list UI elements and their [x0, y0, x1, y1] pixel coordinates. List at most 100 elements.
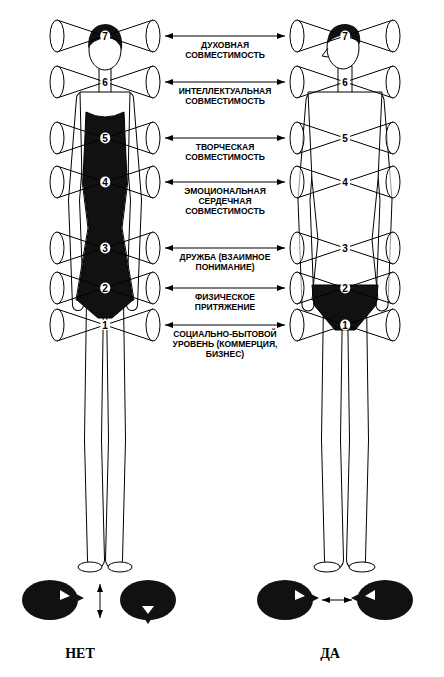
cone-end	[386, 232, 400, 264]
head-top-view	[22, 580, 78, 620]
foot	[108, 562, 132, 572]
nose-mark	[72, 592, 84, 604]
foot	[314, 562, 340, 572]
hair	[327, 24, 360, 44]
cone-end	[50, 66, 64, 98]
face-highlight	[142, 606, 154, 614]
cone-end	[386, 309, 400, 341]
direction-arrow	[100, 584, 101, 618]
compatibility-arrow	[165, 287, 285, 288]
cone-end	[290, 122, 304, 154]
callout-number: 6	[340, 77, 350, 88]
edge-label: ТВОРЧЕСКАЯ СОВМЕСТИМОСТЬ	[167, 142, 283, 162]
head-top-view	[357, 580, 413, 620]
callout-number: 1	[100, 320, 110, 331]
edge-label: ЭМОЦИОНАЛЬНАЯ СЕРДЕЧНАЯ СОВМЕСТИМОСТЬ	[167, 186, 283, 216]
verdict-label: НЕТ	[65, 646, 95, 662]
cone-end	[386, 272, 400, 304]
cone-end	[50, 122, 64, 154]
leg-fill	[93, 300, 96, 560]
head-top-view	[257, 580, 313, 620]
torso	[308, 92, 382, 300]
callout-number: 2	[340, 283, 350, 294]
compatibility-arrow	[165, 324, 285, 325]
woman-figure	[74, 24, 136, 572]
cone-end	[146, 309, 160, 341]
foot	[78, 562, 102, 572]
face-highlight	[365, 590, 375, 600]
callout-number: 3	[340, 243, 350, 254]
cone-end	[386, 20, 400, 52]
direction-arrow	[322, 600, 352, 601]
leg-fill	[356, 300, 359, 560]
edge-label: ДУХОВНАЯ СОВМЕСТИМОСТЬ	[167, 40, 283, 60]
callout-number: 5	[100, 133, 110, 144]
cone-end	[50, 309, 64, 341]
cone-end	[50, 272, 64, 304]
callout-number: 7	[340, 31, 350, 42]
cone-end	[290, 309, 304, 341]
leg-outline	[114, 300, 117, 560]
callout-number: 5	[340, 133, 350, 144]
leg-fill	[114, 300, 117, 560]
compatibility-arrow	[165, 247, 285, 248]
cone-end	[290, 166, 304, 198]
foot	[349, 562, 375, 572]
nose-mark	[307, 592, 319, 604]
cone-end	[146, 272, 160, 304]
callout-number: 1	[340, 320, 350, 331]
chakra-node: 6	[285, 64, 405, 100]
cone-end	[290, 20, 304, 52]
leg-outline	[331, 300, 334, 560]
chakra-node: 3	[285, 230, 405, 266]
leg-outline	[356, 300, 359, 560]
compatibility-arrow	[165, 35, 285, 36]
compatibility-arrow	[165, 181, 285, 182]
chakra-node: 7	[285, 18, 405, 54]
cone-end	[50, 20, 64, 52]
cone-end	[290, 272, 304, 304]
nose	[322, 48, 328, 57]
face-highlight	[295, 590, 305, 600]
callout-number: 4	[100, 177, 110, 188]
cone-end	[146, 166, 160, 198]
cone-end	[290, 232, 304, 264]
chakra-node: 3	[45, 230, 165, 266]
callout-number: 3	[100, 243, 110, 254]
cone-end	[50, 166, 64, 198]
cone-end	[386, 166, 400, 198]
edge-label: СОЦИАЛЬНО-БЫТОВОЙ УРОВЕНЬ (КОММЕРЦИЯ, БИ…	[167, 329, 283, 359]
chakra-node: 6	[45, 64, 165, 100]
cone-end	[290, 66, 304, 98]
verdict-label: ДА	[320, 646, 340, 662]
cone-end	[386, 122, 400, 154]
cone-end	[50, 232, 64, 264]
chakra-node: 1	[285, 307, 405, 343]
compatibility-arrow	[165, 81, 285, 82]
chakra-node: 4	[285, 164, 405, 200]
chakra-node: 2	[285, 270, 405, 306]
cone-end	[146, 20, 160, 52]
leg-outline	[93, 300, 96, 560]
cone-end	[146, 66, 160, 98]
chakra-node: 7	[45, 18, 165, 54]
cone-end	[386, 66, 400, 98]
callout-number: 7	[100, 31, 110, 42]
hair	[88, 24, 122, 50]
edge-label: ФИЗИЧЕСКОЕ ПРИТЯЖЕНИЕ	[167, 292, 283, 312]
callout-number: 2	[100, 283, 110, 294]
chakra-node: 5	[45, 120, 165, 156]
chakra-node: 5	[285, 120, 405, 156]
swimsuit	[77, 112, 133, 318]
nose-mark	[351, 592, 363, 604]
callout-number: 6	[100, 77, 110, 88]
edge-label: ДРУЖБА (ВЗАИМНОЕ ПОНИМАНИЕ)	[167, 252, 283, 272]
face-highlight	[60, 590, 70, 600]
compatibility-arrow	[165, 137, 285, 138]
chakra-node: 4	[45, 164, 165, 200]
callout-number: 4	[340, 177, 350, 188]
edge-label: ИНТЕЛЛЕКТУАЛЬНАЯ СОВМЕСТИМОСТЬ	[167, 86, 283, 106]
